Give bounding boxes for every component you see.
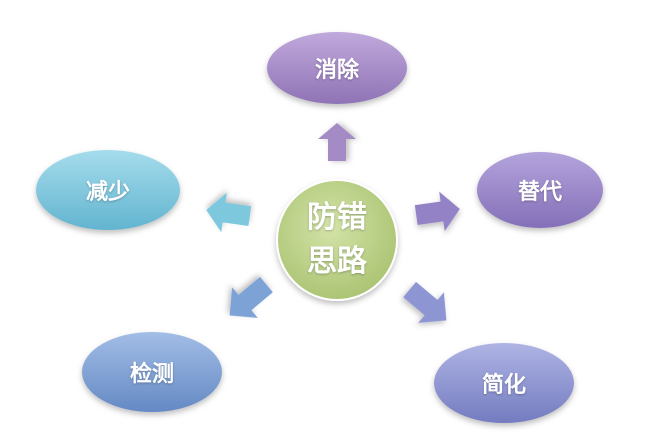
node-reduce-label: 减少 [85, 180, 131, 205]
node-replace-label: 替代 [517, 180, 563, 205]
node-reduce-shape [36, 150, 180, 230]
arrow-right-icon [414, 191, 460, 232]
node-detect-shape [82, 332, 222, 412]
arrow-left-icon [206, 192, 252, 233]
node-replace-shape [477, 152, 603, 228]
center-label-line1: 防错 [307, 200, 367, 235]
arrow-down-right-icon [403, 281, 447, 323]
node-simplify-shape [434, 343, 574, 423]
node-eliminate-label: 消除 [314, 58, 360, 83]
node-eliminate-shape [267, 32, 407, 104]
arrow-down-left-icon [229, 276, 273, 318]
center-label-line2: 思路 [307, 244, 367, 279]
center-circle [276, 179, 398, 301]
node-detect-label: 检测 [129, 362, 175, 387]
node-simplify-label: 简化 [481, 373, 527, 398]
arrow-up-icon [318, 123, 356, 161]
center-label: 防错 思路 [307, 196, 367, 284]
